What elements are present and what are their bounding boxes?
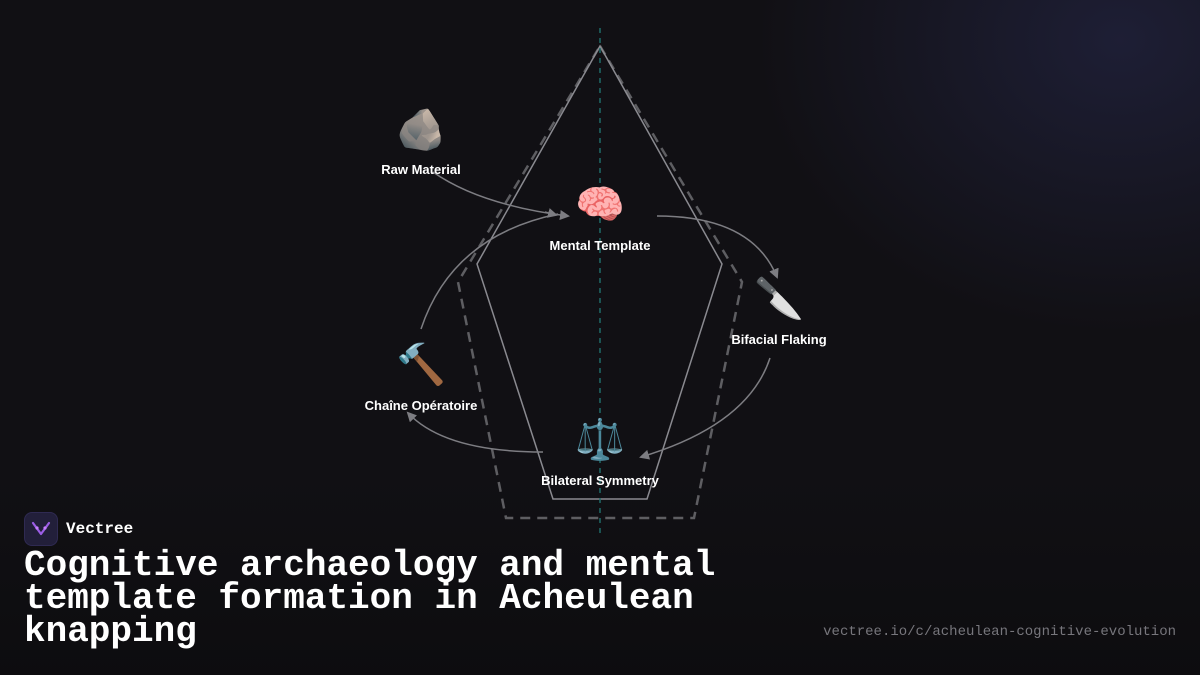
node-label-bifacial-flaking: Bifacial Flaking bbox=[731, 332, 826, 347]
node-label-mental-template: Mental Template bbox=[550, 238, 651, 253]
edge-symmetry-to-chaine bbox=[406, 411, 544, 453]
page-title: Cognitive archaeology and mental templat… bbox=[24, 545, 716, 652]
edge-template-to-flaking bbox=[656, 215, 779, 279]
vectree-logo-icon bbox=[24, 512, 58, 546]
edge-flaking-to-symmetry bbox=[639, 357, 771, 460]
balance-scale-icon: ⚖️ bbox=[575, 416, 625, 462]
page-url[interactable]: vectree.io/c/acheulean-cognitive-evoluti… bbox=[823, 624, 1176, 640]
rock-icon: 🪨 bbox=[396, 108, 446, 152]
handaxe-dashed-outline bbox=[456, 43, 744, 520]
hammer-icon: 🔨 bbox=[396, 341, 446, 387]
node-label-raw-material: Raw Material bbox=[381, 162, 460, 177]
edge-chaine-to-template bbox=[420, 213, 559, 330]
knife-icon: 🔪 bbox=[754, 275, 804, 321]
brand-name: Vectree bbox=[66, 520, 134, 538]
node-label-bilateral-symmetry: Bilateral Symmetry bbox=[541, 473, 660, 488]
brain-icon: 🧠 bbox=[575, 183, 625, 227]
brand: Vectree bbox=[24, 512, 133, 546]
node-label-chaine-operatoire: Chaîne Opératoire bbox=[365, 398, 478, 413]
